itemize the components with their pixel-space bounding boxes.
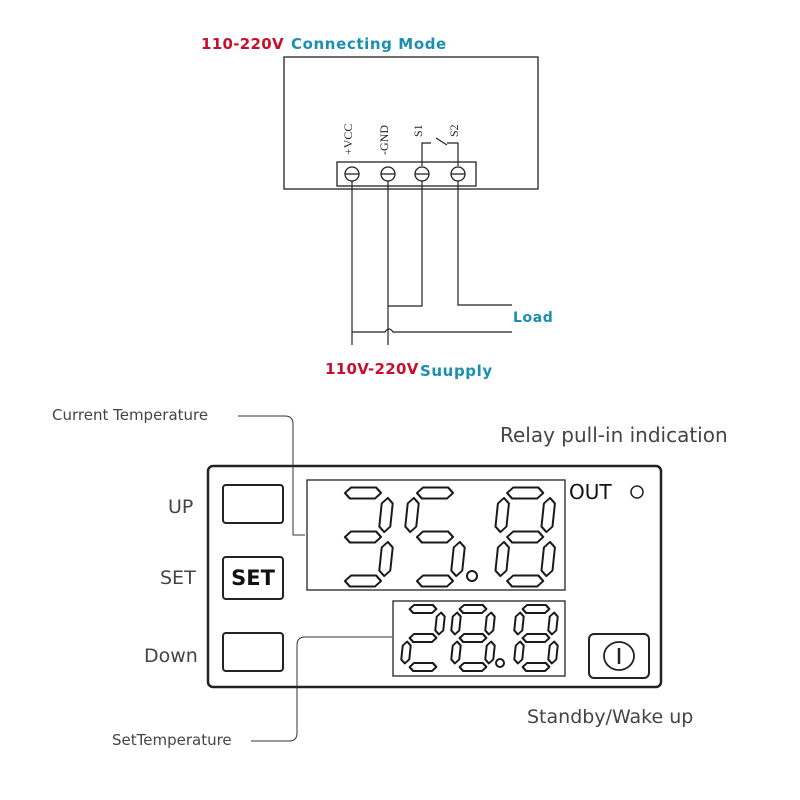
terminal-screw-vcc (344, 166, 360, 182)
set-digit-1-seg-b (484, 611, 496, 636)
current-digit-1-seg-a (415, 486, 455, 500)
current-temperature-label: Current Temperature (52, 406, 209, 424)
set-temperature-digits (400, 604, 559, 672)
relay-contact-symbol (421, 137, 459, 166)
panel-outline (206, 464, 663, 689)
out-indicator-led (630, 485, 644, 499)
set-label: SET (160, 567, 196, 589)
set-digit-1-seg-d (458, 662, 488, 672)
set-digit-2-seg-c (547, 640, 559, 665)
current-digit-0-seg-b (378, 496, 394, 534)
terminal-screw-s2 (450, 166, 466, 182)
module-outline (283, 56, 539, 190)
set-digit-1-seg-g (458, 633, 488, 643)
set-temperature-label: SetTemperature (112, 731, 232, 749)
terminal-label-s2: S2 (447, 124, 461, 137)
wire-supply (352, 328, 512, 333)
current-digit-0-seg-d (343, 574, 383, 588)
set-digit-2-seg-f (513, 611, 525, 636)
set-digit-0-seg-a (408, 604, 438, 614)
current-digit-1-seg-c (450, 540, 466, 578)
current-digit-2-seg-d (506, 574, 545, 588)
set-button[interactable]: SET (222, 556, 284, 600)
terminal-label-gnd: -GND (377, 125, 391, 155)
current-digit-1-seg-g (415, 530, 455, 544)
current-digit-2-seg-a (506, 486, 545, 500)
current-digit-0-seg-g (343, 530, 383, 544)
set-digit-1-seg-f (450, 611, 462, 636)
current-digit-2-seg-g (506, 530, 545, 544)
set-digit-1-seg-c (484, 640, 496, 665)
leader-current-temperature (238, 415, 305, 536)
down-label: Down (144, 645, 198, 667)
terminal-screw-gnd (380, 166, 396, 182)
current-digit-1-seg-d (415, 574, 455, 588)
wire-s2-load (457, 181, 512, 306)
up-label: UP (168, 496, 194, 518)
standby-button[interactable] (588, 633, 650, 679)
current-digit-0-seg-a (343, 486, 383, 500)
leader-set-temperature (251, 636, 392, 742)
load-label: Load (513, 310, 554, 326)
set-digit-1-seg-a (458, 604, 488, 614)
supply-voltage-label: 110V-220V (325, 360, 419, 378)
terminal-label-s1: S1 (411, 124, 425, 137)
set-digit-2-seg-d (521, 662, 551, 672)
current-digit-2-seg-f (494, 496, 510, 534)
current-temperature-digits (343, 486, 556, 588)
relay-indication-label: Relay pull-in indication (500, 423, 728, 447)
set-digit-2-seg-g (521, 633, 551, 643)
set-digit-0-seg-e (400, 640, 412, 665)
terminal-label-vcc: +VCC (341, 123, 355, 155)
current-digit-1-seg-f (404, 496, 420, 534)
down-button[interactable] (222, 632, 284, 672)
supply-label: Suupply (420, 362, 493, 380)
terminal-screw-s1 (414, 166, 430, 182)
current-digit-2-seg-b (540, 496, 556, 534)
set-digit-2-seg-e (513, 640, 525, 665)
up-button[interactable] (222, 484, 284, 524)
set-digit-1-seg-e (450, 640, 462, 665)
wire-s1 (388, 181, 423, 307)
voltage-label: 110-220V (201, 35, 284, 53)
set-digit-2-seg-b (547, 611, 559, 636)
current-digit-2-seg-c (540, 540, 556, 578)
set-digit-0-seg-g (408, 633, 438, 643)
set-digit-0-seg-d (408, 662, 438, 672)
set-decimal-point (495, 658, 505, 668)
set-digit-2-seg-a (521, 604, 551, 614)
standby-label: Standby/Wake up (527, 706, 694, 728)
current-digit-0-seg-c (378, 540, 394, 578)
current-decimal-point (466, 570, 478, 582)
out-label: OUT (569, 480, 612, 504)
set-digit-0-seg-b (434, 611, 446, 636)
current-digit-2-seg-e (494, 540, 510, 578)
mode-label: Connecting Mode (291, 35, 447, 53)
